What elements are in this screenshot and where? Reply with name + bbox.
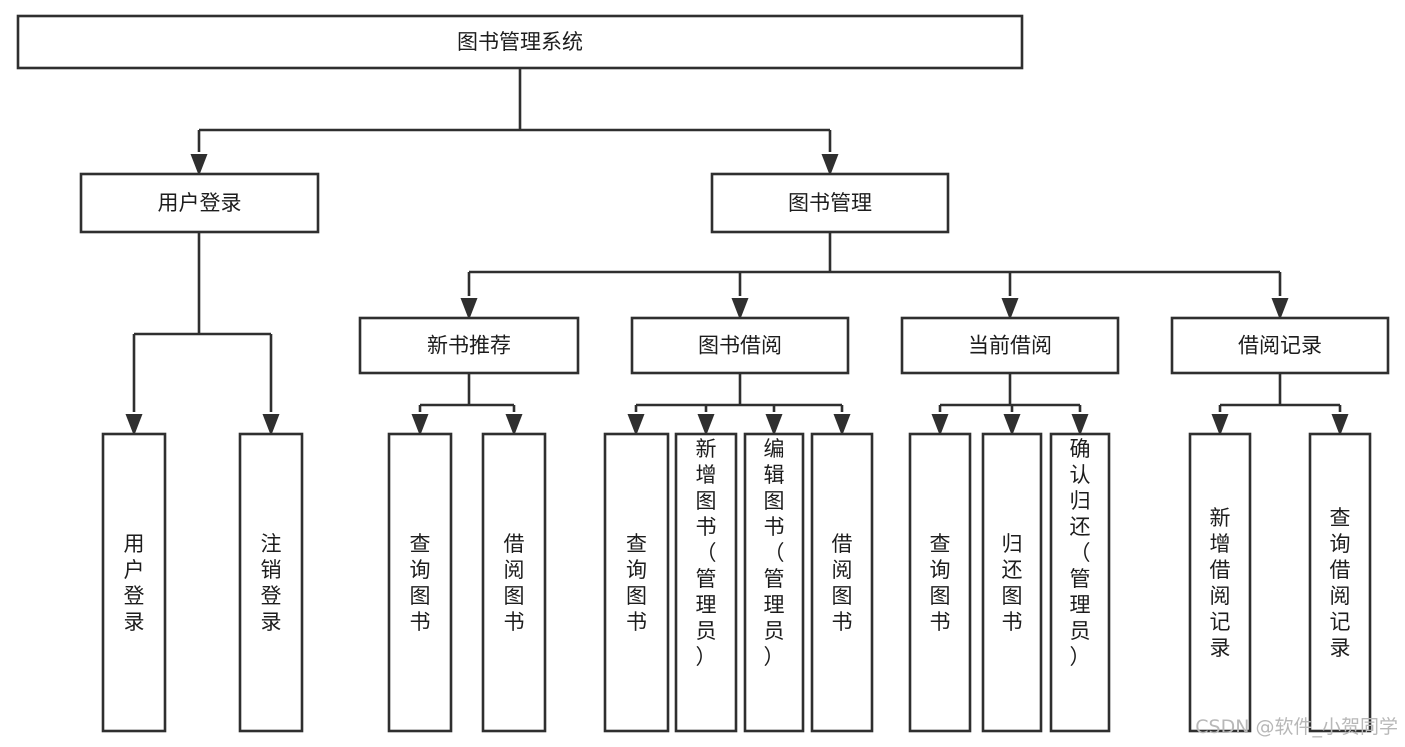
arrow-head-icon	[765, 414, 783, 436]
arrow-head-icon	[190, 154, 208, 176]
node-leaf-user-login[interactable]: 用户登录	[101, 432, 167, 733]
node-box-user-login[interactable]	[79, 172, 320, 234]
node-leaf-rec-add[interactable]: 新增借阅记录	[1188, 432, 1252, 733]
node-box-leaf-cur-query[interactable]	[908, 432, 972, 733]
node-leaf-cur-return[interactable]: 归还图书	[981, 432, 1043, 733]
node-borrow-record[interactable]: 借阅记录	[1170, 316, 1390, 375]
node-box-leaf-user-login[interactable]	[101, 432, 167, 733]
arrow-head-icon	[411, 414, 429, 436]
arrow-head-icon	[1071, 414, 1089, 436]
node-leaf-user-logout[interactable]: 注销登录	[238, 432, 304, 733]
node-label-new-book-rec: 新书推荐	[427, 334, 511, 358]
node-leaf-borrow-edit[interactable]: 编辑图书（管理员）	[743, 432, 805, 733]
node-label-book-borrow: 图书借阅	[698, 334, 782, 358]
node-current-borrow[interactable]: 当前借阅	[900, 316, 1120, 375]
node-box-book-borrow[interactable]	[630, 316, 850, 375]
node-label-leaf-user-login: 用户登录	[124, 532, 145, 634]
node-box-leaf-rec-search[interactable]	[1308, 432, 1372, 733]
arrow-head-icon	[1001, 298, 1019, 320]
node-label-borrow-record: 借阅记录	[1238, 334, 1322, 358]
node-box-leaf-borrow-edit[interactable]	[743, 432, 805, 733]
node-label-user-login: 用户登录	[158, 191, 242, 215]
arrow-head-icon	[125, 414, 143, 436]
arrow-head-icon	[931, 414, 949, 436]
node-label-leaf-borrow-add: 新增图书（管理员）	[696, 437, 717, 669]
arrow-head-icon	[627, 414, 645, 436]
node-label-current-borrow: 当前借阅	[968, 334, 1052, 358]
connector-group-book-manage	[460, 232, 1289, 320]
node-leaf-rec-query[interactable]: 查询图书	[387, 432, 453, 733]
node-leaf-cur-confirm[interactable]: 确认归还（管理员）	[1049, 432, 1111, 733]
node-leaf-rec-search[interactable]: 查询借阅记录	[1308, 432, 1372, 733]
node-label-leaf-borrow-lend: 借阅图书	[832, 532, 853, 634]
node-box-leaf-borrow-add[interactable]	[674, 432, 738, 733]
node-label-book-manage: 图书管理	[788, 191, 872, 215]
node-box-borrow-record[interactable]	[1170, 316, 1390, 375]
node-box-root[interactable]	[16, 14, 1024, 70]
arrow-head-icon	[505, 414, 523, 436]
node-box-leaf-borrow-lend[interactable]	[810, 432, 874, 733]
node-layer: 图书管理系统用户登录图书管理新书推荐图书借阅当前借阅借阅记录用户登录注销登录查询…	[16, 14, 1390, 733]
node-label-leaf-borrow-query: 查询图书	[626, 532, 647, 634]
connector-group-book-borrow	[627, 373, 851, 436]
arrow-head-icon	[460, 298, 478, 320]
arrow-head-icon	[1331, 414, 1349, 436]
node-box-leaf-borrow-query[interactable]	[603, 432, 670, 733]
node-leaf-rec-borrow[interactable]: 借阅图书	[481, 432, 547, 733]
node-label-leaf-cur-return: 归还图书	[1002, 532, 1023, 634]
node-box-leaf-cur-return[interactable]	[981, 432, 1043, 733]
node-label-leaf-rec-add: 新增借阅记录	[1210, 506, 1231, 660]
node-label-leaf-rec-search: 查询借阅记录	[1330, 506, 1351, 660]
connector-group-user-login	[125, 232, 280, 436]
node-user-login[interactable]: 用户登录	[79, 172, 320, 234]
node-box-leaf-cur-confirm[interactable]	[1049, 432, 1111, 733]
node-box-leaf-rec-add[interactable]	[1188, 432, 1252, 733]
connector-group-current-borrow	[931, 373, 1089, 436]
connector-layer	[125, 68, 1349, 436]
node-box-new-book-rec[interactable]	[358, 316, 580, 375]
node-label-leaf-borrow-edit: 编辑图书（管理员）	[764, 437, 785, 669]
node-label-leaf-rec-borrow: 借阅图书	[504, 532, 525, 634]
csdn-watermark: CSDN @软件_小贺同学	[1195, 716, 1398, 738]
node-box-leaf-rec-borrow[interactable]	[481, 432, 547, 733]
node-new-book-rec[interactable]: 新书推荐	[358, 316, 580, 375]
node-label-leaf-user-logout: 注销登录	[261, 532, 282, 634]
node-box-book-manage[interactable]	[710, 172, 950, 234]
node-leaf-cur-query[interactable]: 查询图书	[908, 432, 972, 733]
node-leaf-borrow-query[interactable]: 查询图书	[603, 432, 670, 733]
node-leaf-borrow-lend[interactable]: 借阅图书	[810, 432, 874, 733]
node-box-leaf-user-logout[interactable]	[238, 432, 304, 733]
node-label-leaf-cur-query: 查询图书	[930, 532, 951, 634]
connector-group-borrow-record	[1211, 373, 1349, 436]
node-box-leaf-rec-query[interactable]	[387, 432, 453, 733]
arrow-head-icon	[697, 414, 715, 436]
node-leaf-borrow-add[interactable]: 新增图书（管理员）	[674, 432, 738, 733]
arrow-head-icon	[731, 298, 749, 320]
arrow-head-icon	[1003, 414, 1021, 436]
connector-group-new-book-rec	[411, 373, 523, 436]
arrow-head-icon	[821, 154, 839, 176]
node-label-leaf-rec-query: 查询图书	[410, 532, 431, 634]
arrow-head-icon	[833, 414, 851, 436]
arrow-head-icon	[1271, 298, 1289, 320]
node-book-borrow[interactable]: 图书借阅	[630, 316, 850, 375]
node-box-current-borrow[interactable]	[900, 316, 1120, 375]
node-label-leaf-cur-confirm: 确认归还（管理员）	[1070, 437, 1091, 669]
arrow-head-icon	[262, 414, 280, 436]
node-root[interactable]: 图书管理系统	[16, 14, 1024, 70]
connector-group-root	[190, 68, 839, 176]
node-label-root: 图书管理系统	[457, 30, 583, 54]
arrow-head-icon	[1211, 414, 1229, 436]
node-book-manage[interactable]: 图书管理	[710, 172, 950, 234]
